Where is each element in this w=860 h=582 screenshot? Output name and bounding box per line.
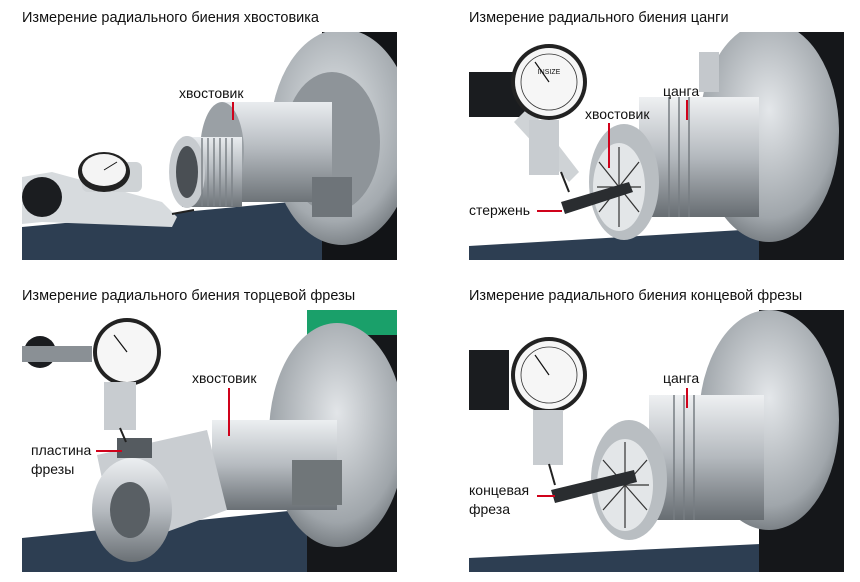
panel-title-shank: Измерение радиального биения хвостовика [22, 10, 319, 26]
photo-facemill-measurement [22, 310, 397, 572]
dial-brand: INSIZE [538, 69, 561, 76]
callout-insert-line1: пластина [31, 442, 92, 458]
leader-shank-3 [228, 388, 230, 436]
leader-endmill [537, 495, 555, 497]
collet-measurement-illustration: INSIZE [469, 32, 844, 260]
test-rod [561, 182, 633, 214]
collet-holder [649, 395, 764, 520]
leader-rod [537, 210, 562, 212]
callout-insert-line2: фрезы [31, 461, 75, 477]
bench-surface [469, 540, 844, 572]
callout-shank-3: хвостовик [192, 370, 257, 386]
photo-collet-measurement: INSIZE [469, 32, 844, 260]
callout-shank-2: хвостовик [585, 106, 650, 122]
indicator-arm [22, 172, 177, 227]
panel-title-endmill: Измерение радиального биения концевой фр… [469, 288, 803, 304]
leader-shank-2 [608, 123, 610, 168]
callout-collet: цанга [663, 83, 700, 99]
clamp-arm [469, 350, 509, 410]
callout-shank: хвостовик [179, 85, 244, 101]
photo-shank-measurement [22, 32, 397, 260]
endmill-measurement-illustration [469, 310, 844, 572]
stylus [560, 171, 570, 193]
stylus [171, 209, 195, 215]
shank-measurement-illustration [22, 32, 397, 260]
stylus [119, 427, 127, 443]
leader-shank [232, 102, 234, 120]
callout-rod: стержень [469, 202, 531, 218]
mill-insert [117, 438, 152, 458]
panel-title-facemill: Измерение радиального биения торцевой фр… [22, 288, 356, 304]
leader-insert [96, 450, 122, 452]
end-mill [551, 470, 637, 503]
callout-endmill-line1: концевая [469, 482, 530, 498]
photo-endmill-measurement [469, 310, 844, 572]
leader-collet [686, 100, 688, 120]
facemill-measurement-illustration [22, 310, 397, 572]
clamp-knob [22, 177, 62, 217]
callout-collet-4: цанга [663, 370, 700, 386]
callout-endmill-line2: фреза [469, 501, 510, 517]
stylus [548, 463, 556, 486]
panel-title-collet: Измерение радиального биения цанги [469, 10, 729, 26]
collet-holder [639, 97, 759, 217]
leader-collet-4 [686, 388, 688, 408]
